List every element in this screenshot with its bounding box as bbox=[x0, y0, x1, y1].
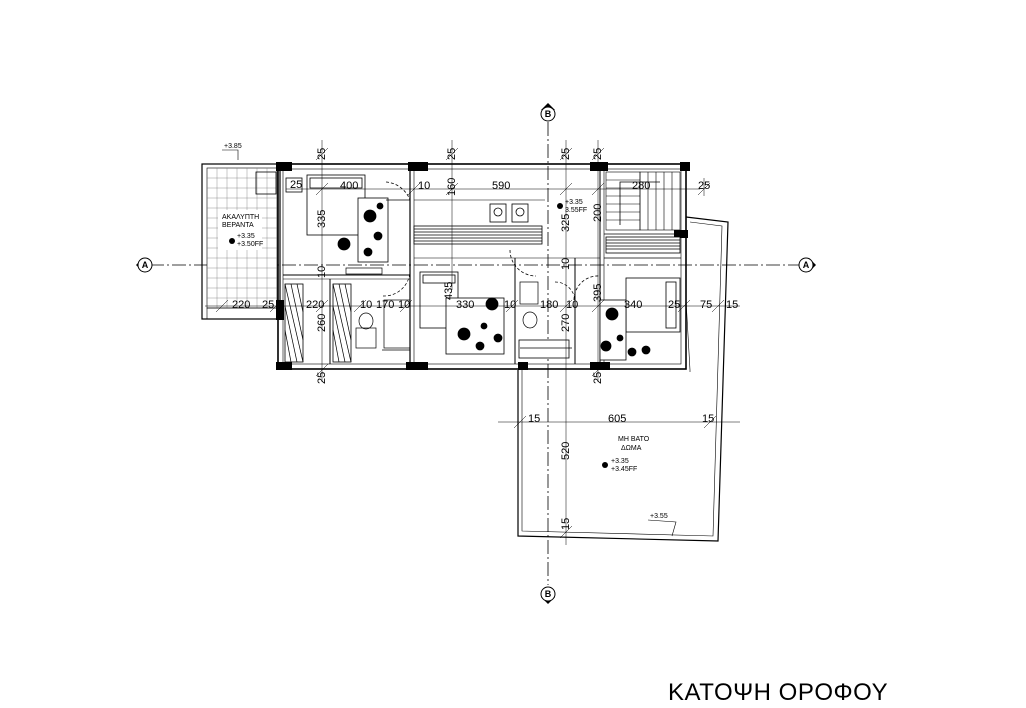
terrace-top-level: +3.85 bbox=[224, 143, 242, 150]
roof-level: +3.35 bbox=[611, 458, 629, 465]
veranda-label-line1: ΑΚΑΛΥΠΤΗ bbox=[222, 214, 259, 221]
dimension-label: 10 bbox=[566, 299, 578, 311]
dimension-label: 25 bbox=[698, 180, 710, 192]
building-walls bbox=[277, 163, 687, 370]
axis-label-a-left: A bbox=[142, 260, 149, 270]
dimension-label: 25 bbox=[668, 299, 680, 311]
dimension-label: 435 bbox=[443, 282, 455, 300]
dimension-label: 260 bbox=[316, 314, 328, 332]
dimension-label: 200 bbox=[592, 204, 604, 222]
level-pointer-roof bbox=[647, 519, 677, 537]
dimension-label: 25 bbox=[592, 148, 604, 160]
dimension-label: 15 bbox=[528, 413, 540, 425]
staircase bbox=[605, 171, 681, 231]
level-pointer-terrace bbox=[222, 149, 239, 160]
roof-label-line2: ΔΩΜΑ bbox=[621, 445, 642, 452]
dimension-label: 325 bbox=[560, 214, 572, 232]
dimension-label: 395 bbox=[592, 284, 604, 302]
axis-marker-a-left: A bbox=[136, 257, 153, 273]
axis-label-a-right: A bbox=[803, 260, 810, 270]
dimension-label: 330 bbox=[456, 299, 474, 311]
dimension-label: 335 bbox=[316, 210, 328, 228]
dimension-label: 10 bbox=[504, 299, 516, 311]
dimension-label: 590 bbox=[492, 180, 510, 192]
level-marker-hall bbox=[557, 203, 563, 209]
columns bbox=[276, 162, 690, 370]
dimension-label: 25 bbox=[290, 179, 302, 191]
dimension-label: 15 bbox=[702, 413, 714, 425]
axis-marker-b-bottom: B bbox=[540, 586, 556, 604]
dimension-label: 160 bbox=[446, 178, 458, 196]
dimension-label: 520 bbox=[560, 442, 572, 460]
dimension-label: 605 bbox=[608, 413, 626, 425]
dimension-label: 170 bbox=[376, 299, 394, 311]
hall-ff-level: 3.55FF bbox=[565, 207, 587, 214]
uncovered-veranda bbox=[201, 163, 281, 320]
dimension-label: 270 bbox=[560, 314, 572, 332]
veranda-level: +3.35 bbox=[237, 233, 255, 240]
dimension-label: 75 bbox=[700, 299, 712, 311]
veranda-label-line2: ΒΕΡΑΝΤΑ bbox=[222, 222, 254, 229]
roof-label-line1: ΜΗ ΒΑΤΟ bbox=[618, 436, 650, 443]
dimension-label: 25 bbox=[560, 148, 572, 160]
bathroom-fixtures bbox=[345, 267, 576, 351]
non-walkable-roof bbox=[517, 216, 729, 542]
dimension-label: 25 bbox=[592, 372, 604, 384]
axis-label-b-bottom: B bbox=[545, 589, 552, 599]
axis-marker-a-right: A bbox=[798, 257, 816, 273]
dimension-label: 220 bbox=[306, 299, 324, 311]
dimension-label: 25 bbox=[316, 148, 328, 160]
dimension-label: 15 bbox=[726, 299, 738, 311]
dimension-label: 10 bbox=[418, 180, 430, 192]
veranda-ff-level: +3.50FF bbox=[237, 241, 263, 248]
hall-level: +3.35 bbox=[565, 199, 583, 206]
drawing-title: ΚΑΤΟΨΗ ΟΡΟΦΟΥ bbox=[668, 679, 889, 706]
axis-label-b-top: B bbox=[545, 109, 552, 119]
bedroom-3-furniture bbox=[509, 249, 681, 361]
wardrobe-units bbox=[284, 225, 681, 363]
dimension-label: 400 bbox=[340, 180, 358, 192]
level-marker-roof bbox=[602, 462, 608, 468]
dimension-label: 10 bbox=[360, 299, 372, 311]
level-marker-veranda bbox=[229, 238, 235, 244]
dimension-label: 180 bbox=[540, 299, 558, 311]
bedroom-2-furniture bbox=[419, 203, 529, 355]
dimension-label: 25 bbox=[262, 299, 274, 311]
dimension-label: 15 bbox=[560, 518, 572, 530]
dimension-label: 220 bbox=[232, 299, 250, 311]
dimension-label: 25 bbox=[446, 148, 458, 160]
dimension-label: 340 bbox=[624, 299, 642, 311]
dimension-label: 10 bbox=[560, 258, 572, 270]
dimension-label: 280 bbox=[632, 180, 650, 192]
dimension-label: 10 bbox=[316, 266, 328, 278]
dimension-lines bbox=[205, 140, 740, 545]
roof-top-level: +3.55 bbox=[650, 513, 668, 520]
axis-marker-b-top: B bbox=[540, 103, 556, 122]
dimension-label: 25 bbox=[316, 372, 328, 384]
dimension-label: 10 bbox=[398, 299, 410, 311]
bedroom-1-furniture bbox=[255, 171, 411, 263]
roof-ff-level: +3.45FF bbox=[611, 466, 637, 473]
